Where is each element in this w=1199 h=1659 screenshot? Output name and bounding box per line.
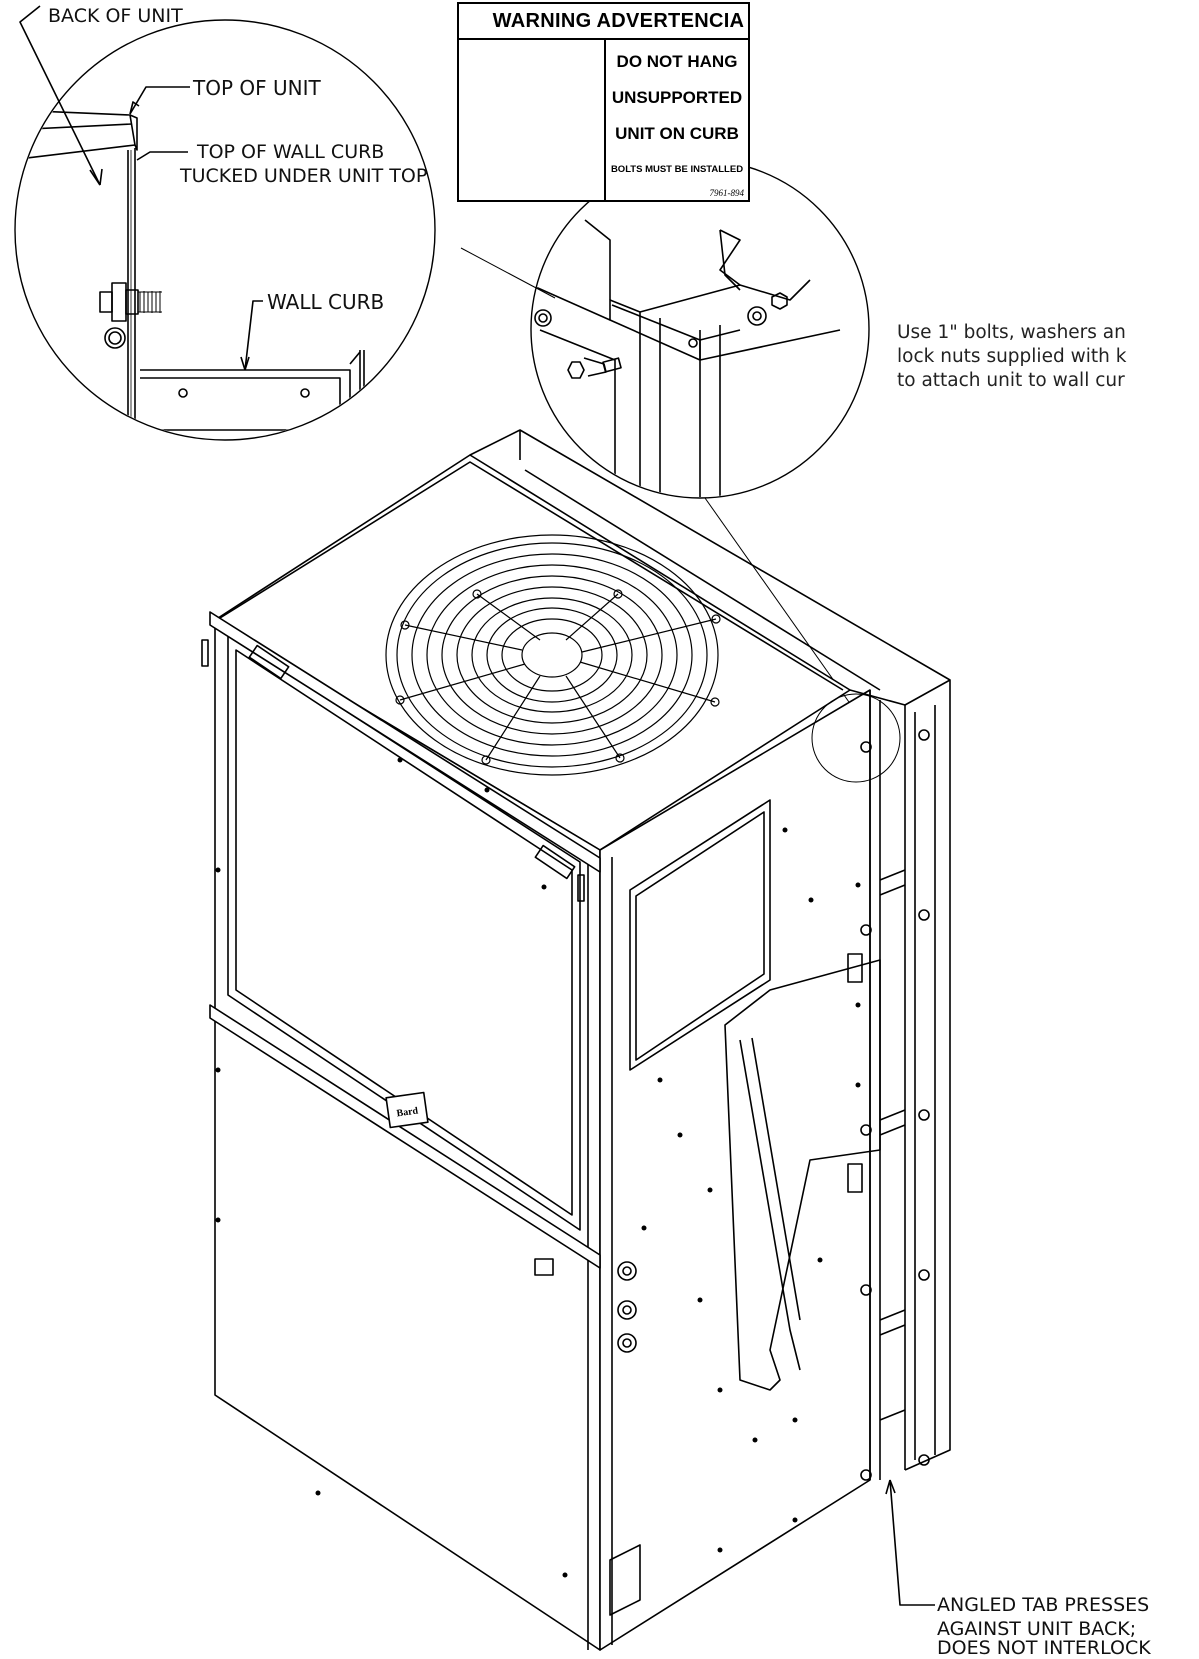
warning-line-1: DO NOT HANG <box>616 52 738 71</box>
detail-circle-top-of-unit <box>14 5 436 441</box>
label-tucked-under-unit-top: TUCKED UNDER UNIT TOP <box>180 165 428 187</box>
unit-drawing: Bard <box>201 429 951 1651</box>
label-angled-tab-2: AGAINST UNIT BACK; <box>937 1618 1137 1640</box>
curb-bolts <box>860 729 930 1481</box>
label-top-of-wall-curb: TOP OF WALL CURB <box>197 141 385 163</box>
warning-header-text: WARNING ADVERTENCIA <box>492 10 745 32</box>
warning-line-4: BOLTS MUST BE INSTALLED <box>610 164 744 175</box>
warning-label: WARNING ADVERTENCIA DO NOT HANG UNSUPPOR… <box>457 2 750 202</box>
bolt-note-line-3: to attach unit to wall cur <box>897 370 1125 391</box>
warning-header: WARNING ADVERTENCIA <box>459 4 748 40</box>
warning-line-3: UNIT ON CURB <box>615 124 739 143</box>
condenser-fan-guard <box>385 534 721 776</box>
detail-circle-bolt-connection <box>460 159 870 713</box>
nameplate-text: Bard <box>396 1105 419 1119</box>
bolt-note-line-1: Use 1" bolts, washers an <box>897 322 1126 343</box>
label-angled-tab-1: ANGLED TAB PRESSES <box>937 1594 1150 1616</box>
label-back-of-unit: BACK OF UNIT <box>48 5 183 27</box>
label-angled-tab-3: DOES NOT INTERLOCK <box>937 1637 1151 1659</box>
warning-pictogram-panel <box>459 38 606 200</box>
nameplate: Bard <box>385 1091 429 1129</box>
warning-part-number: 7961-894 <box>709 188 745 198</box>
label-wall-curb: WALL CURB <box>267 290 385 314</box>
warning-line-2: UNSUPPORTED <box>611 88 743 107</box>
label-top-of-unit: TOP OF UNIT <box>193 76 321 100</box>
bolt-note-line-2: lock nuts supplied with k <box>897 346 1127 367</box>
